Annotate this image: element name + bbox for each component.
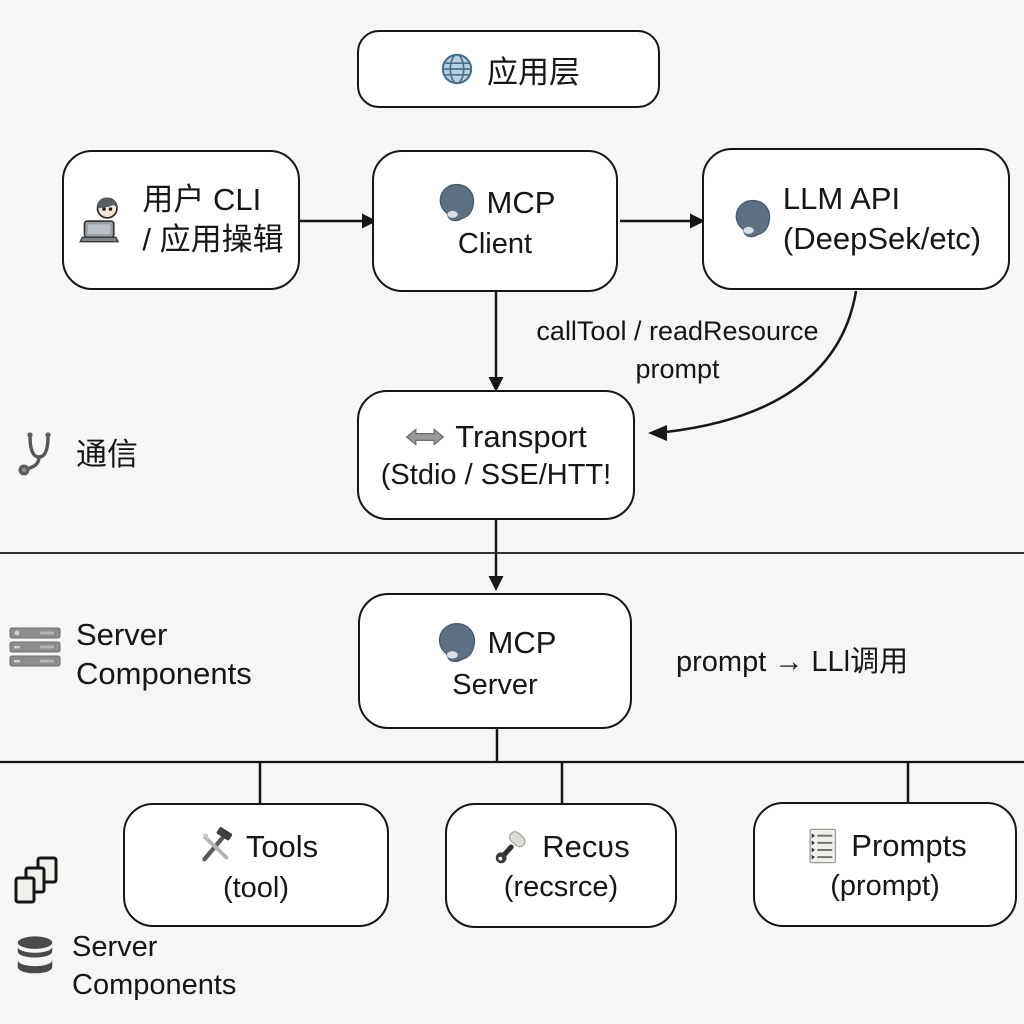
bottom-server-line1: Server [72, 931, 158, 963]
mcp-server-line2: Server [452, 668, 538, 701]
tools-icon [194, 826, 236, 868]
globe-icon [437, 49, 477, 89]
llm-api-line2: (DeepSek/etc) [782, 221, 982, 256]
server-components-label: Server Components [8, 615, 252, 693]
call-edge-label: callTool / readResource prompt [515, 312, 840, 388]
transport-box: Transport (Stdio / SSE/HTT! [357, 390, 635, 520]
mcp-client-line2: Client [457, 227, 533, 260]
user-cli-box: 用户 CLI / 应用操辑 [62, 150, 300, 290]
bottom-server-line2: Components [72, 969, 237, 1001]
communication-text: 通信 [76, 436, 138, 472]
server-components-line2: Components [76, 656, 252, 691]
head-icon [731, 198, 773, 240]
head-icon [435, 182, 477, 224]
database-icon [12, 934, 58, 980]
llm-api-line1: LLM API [782, 181, 901, 216]
transport-line2: (Stdio / SSE/HTT! [380, 458, 612, 491]
mcp-server-box: MCP Server [358, 593, 632, 729]
communication-label: 通信 [14, 430, 138, 478]
call-edge-line2: prompt [635, 354, 720, 384]
tools-line1: Tools [245, 828, 319, 864]
bottom-server-components-label: Server Components [12, 928, 236, 1004]
prompt-note: prompt → LLl调用 [676, 646, 909, 678]
transport-line1: Transport [455, 418, 587, 454]
head-icon [434, 621, 478, 665]
resources-box: Recʋs (recsrce) [445, 803, 677, 928]
user-cli-line2: / 应用操辑 [142, 222, 284, 257]
llm-api-box: LLM API (DeepSek/etc) [702, 148, 1010, 290]
app-layer-box: 应用层 [357, 30, 660, 108]
server-components-line1: Server [76, 617, 168, 652]
prompts-line2: (prompt) [830, 870, 940, 902]
mcp-server-line1: MCP [487, 624, 557, 660]
call-edge-line1: callTool / readResource [536, 316, 819, 346]
user-cli-line1: 用户 CLI [142, 182, 262, 217]
prompts-box: Prompts (prompt) [753, 802, 1017, 927]
resources-line1: Recʋs [542, 829, 630, 864]
tools-line2: (tool) [222, 871, 290, 904]
tools-box: Tools (tool) [123, 803, 389, 927]
resources-line2: (recsrce) [503, 871, 619, 903]
mcp-client-box: MCP Client [372, 150, 618, 292]
technologist-icon [78, 194, 130, 246]
brush-icon [492, 827, 532, 867]
mcp-client-line1: MCP [486, 184, 556, 220]
pages-icon [12, 855, 62, 912]
left-right-arrow-icon [405, 425, 445, 449]
list-icon [803, 826, 841, 866]
stethoscope-icon [14, 430, 62, 478]
prompts-line1: Prompts [851, 828, 967, 863]
app-layer-label: 应用层 [487, 54, 580, 90]
server-rack-icon [8, 623, 62, 671]
